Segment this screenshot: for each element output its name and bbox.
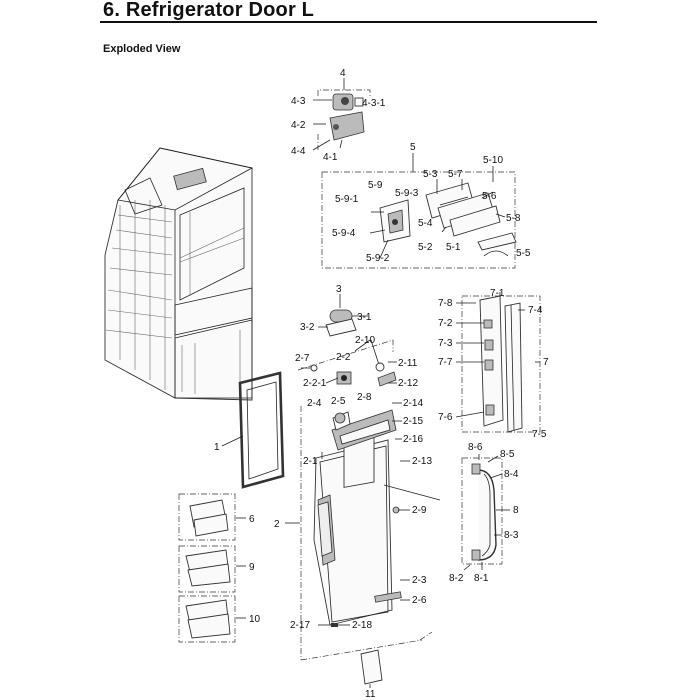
door-bin-part-6 (178, 493, 246, 541)
callout-1: 1 (214, 442, 220, 453)
callout-6: 6 (249, 514, 255, 525)
callout-4-3-1: 4-3-1 (362, 98, 386, 109)
callout-2-15: 2-15 (403, 416, 423, 427)
callout-2-2: 2-2 (336, 352, 351, 363)
callout-5-7: 5-7 (448, 169, 463, 180)
callout-8: 8 (513, 505, 519, 516)
callout-5-6: 5-6 (482, 191, 497, 202)
callout-4-1: 4-1 (323, 152, 338, 163)
callout-8-4: 8-4 (504, 469, 519, 480)
callout-7-2: 7-2 (438, 318, 453, 329)
door-bin-part-9 (178, 545, 246, 593)
refrigerator-cabinet (104, 147, 254, 401)
callout-5-8: 5-8 (506, 213, 521, 224)
callout-2-1: 2-1 (303, 456, 318, 467)
callout-7-6: 7-6 (438, 412, 453, 423)
door-panel-part-2 (285, 339, 441, 661)
callout-9: 9 (249, 562, 255, 573)
callout-2-4: 2-4 (307, 398, 322, 409)
callout-3-2: 3-2 (300, 322, 315, 333)
part-5-dispenser-assembly (321, 153, 517, 269)
section-subtitle: Exploded View (103, 43, 181, 55)
callout-2-16: 2-16 (403, 434, 423, 445)
callout-5-4: 5-4 (418, 218, 433, 229)
callout-5-2: 5-2 (418, 242, 433, 253)
callout-7-8: 7-8 (438, 298, 453, 309)
callout-2-3: 2-3 (412, 575, 427, 586)
callout-8-5: 8-5 (500, 449, 515, 460)
callout-5-9-2: 5-9-2 (366, 253, 390, 264)
title-underline (100, 21, 597, 23)
callout-7-7: 7-7 (438, 357, 453, 368)
callout-4-3: 4-3 (291, 96, 306, 107)
callout-2-11: 2-11 (398, 358, 418, 369)
callout-5-9-3: 5-9-3 (395, 188, 419, 199)
callout-5-9-1: 5-9-1 (335, 194, 359, 205)
callout-2-9: 2-9 (412, 505, 427, 516)
callout-3-1: 3-1 (357, 312, 372, 323)
part-4-assembly (312, 78, 371, 151)
callout-4-4: 4-4 (291, 146, 306, 157)
callout-7: 7 (543, 357, 549, 368)
page-title: 6. Refrigerator Door L (103, 0, 315, 21)
callout-2-12: 2-12 (398, 378, 418, 389)
callout-8-6: 8-6 (468, 442, 483, 453)
callout-2-7: 2-7 (295, 353, 310, 364)
door-gasket-part-1 (221, 371, 285, 489)
callout-4: 4 (340, 68, 346, 79)
callout-2-8: 2-8 (357, 392, 372, 403)
callout-2-6: 2-6 (412, 595, 427, 606)
callout-5-9: 5-9 (368, 180, 383, 191)
callout-7-4: 7-4 (528, 305, 543, 316)
callout-5-10: 5-10 (483, 155, 503, 166)
callout-8-3: 8-3 (504, 530, 519, 541)
door-bin-part-10 (178, 595, 246, 643)
callout-8-2: 8-2 (449, 573, 464, 584)
part-3-assembly (318, 294, 368, 337)
part-11 (360, 649, 383, 688)
callout-3: 3 (336, 284, 342, 295)
callout-2-10: 2-10 (355, 335, 375, 346)
door-handle-part-8 (461, 454, 510, 571)
callout-2-17: 2-17 (290, 620, 310, 631)
callout-8-1: 8-1 (474, 573, 489, 584)
callout-2-14: 2-14 (403, 398, 423, 409)
callout-2: 2 (274, 519, 280, 530)
part-7-assembly (455, 292, 541, 433)
callout-11: 11 (365, 689, 376, 700)
callout-2-13: 2-13 (412, 456, 432, 467)
callout-7-3: 7-3 (438, 338, 453, 349)
callout-labels: 4 4-3 4-3-1 4-2 4-4 4-1 5 5-10 5-3 5-7 5… (214, 68, 549, 700)
callout-2-5: 2-5 (331, 396, 346, 407)
callout-5-1: 5-1 (446, 242, 461, 253)
callout-7-1: 7-1 (490, 288, 505, 299)
callout-7-5: 7-5 (532, 429, 547, 440)
callout-4-2: 4-2 (291, 120, 306, 131)
callout-2-2-1: 2-2-1 (303, 378, 327, 389)
callout-2-18: 2-18 (352, 620, 372, 631)
callout-5-5: 5-5 (516, 248, 531, 259)
callout-5-3: 5-3 (423, 169, 438, 180)
callout-5: 5 (410, 142, 416, 153)
callout-10: 10 (249, 614, 261, 625)
callout-5-9-4: 5-9-4 (332, 228, 356, 239)
